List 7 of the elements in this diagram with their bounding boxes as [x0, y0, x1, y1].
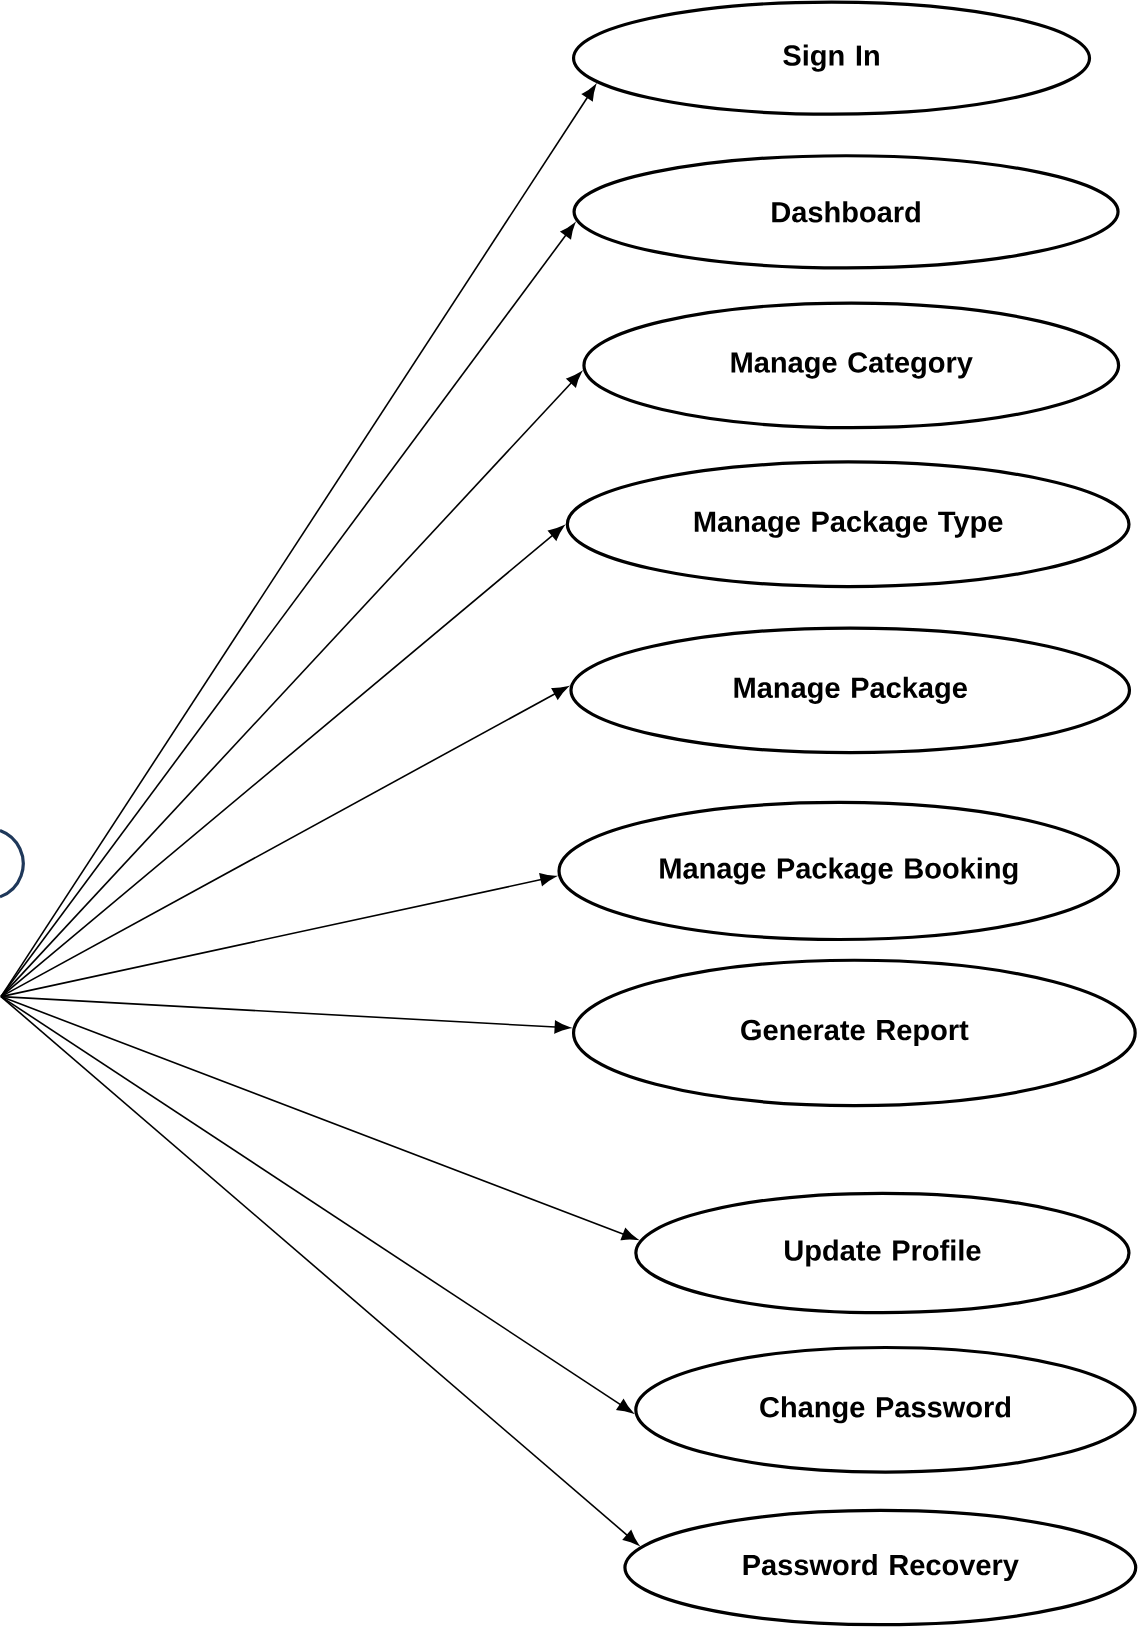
arrow — [0, 995, 633, 1414]
arrow — [0, 525, 565, 998]
arrow — [0, 995, 639, 1546]
arrow — [0, 686, 569, 998]
arrow — [0, 84, 596, 998]
arrow — [0, 995, 571, 1034]
arrow — [0, 995, 638, 1241]
